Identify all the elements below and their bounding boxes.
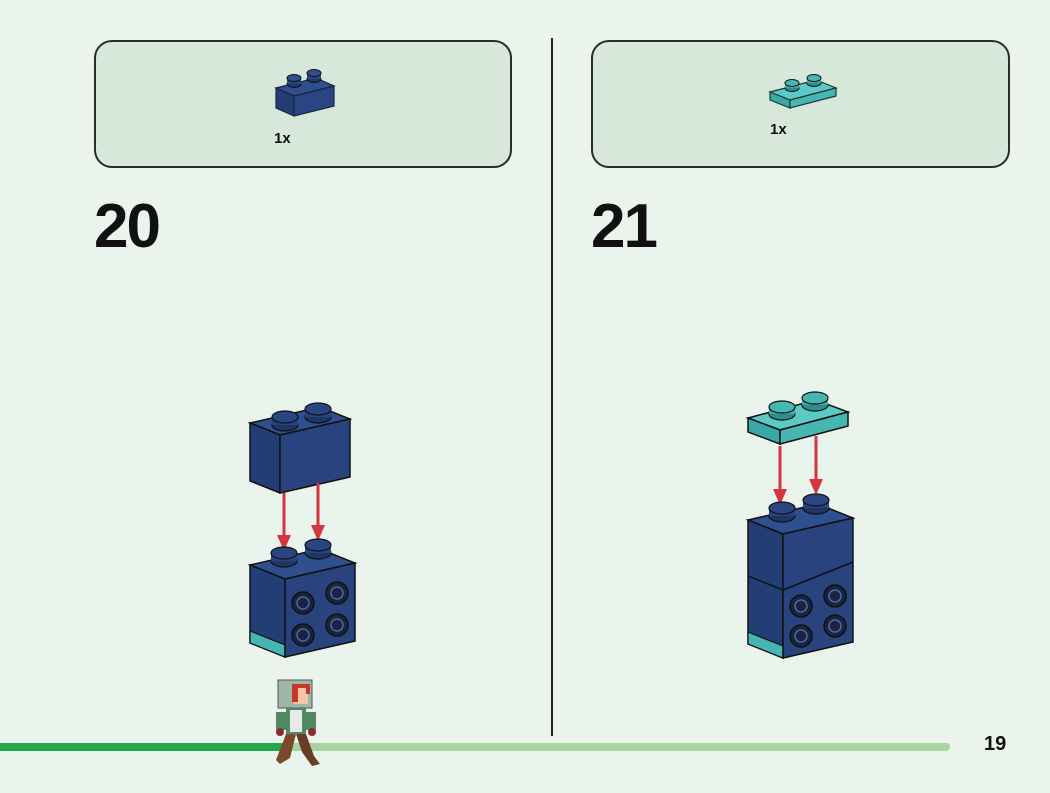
page-number: 19 xyxy=(984,733,1007,755)
parts-callout-step-21: 1x xyxy=(591,40,1010,168)
step-21-build-illustration xyxy=(745,391,856,660)
progress-fill xyxy=(0,743,285,751)
parts-callout-step-20: 1x xyxy=(94,40,512,168)
runner-character-icon xyxy=(276,679,320,766)
part-quantity: 1x xyxy=(770,121,787,138)
progress-track xyxy=(0,743,950,751)
insert-arrows xyxy=(773,436,823,505)
step-20-build-illustration xyxy=(247,402,358,659)
brick-1x2-dark-blue-icon xyxy=(274,69,336,117)
insert-arrows xyxy=(277,483,325,551)
part-quantity: 1x xyxy=(274,130,291,147)
plate-1x2-teal-icon xyxy=(768,74,838,109)
step-number: 20 xyxy=(94,192,161,261)
step-divider xyxy=(551,38,553,736)
step-number: 21 xyxy=(591,192,658,261)
